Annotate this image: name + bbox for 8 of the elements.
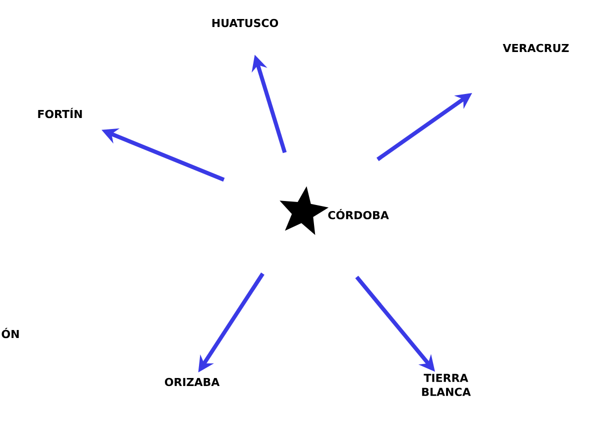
place-label: VERACRUZ (502, 44, 569, 52)
star-icon (280, 186, 329, 235)
place-label: ÓN (2, 328, 19, 338)
place-label: TIERRA BLANCA (422, 374, 471, 396)
place-label: CÓRDOBA (328, 208, 389, 220)
place-label: HUATUSCO (212, 18, 278, 28)
place-label: FORTÍN (38, 108, 82, 118)
place-label: ORIZABA (164, 378, 220, 386)
